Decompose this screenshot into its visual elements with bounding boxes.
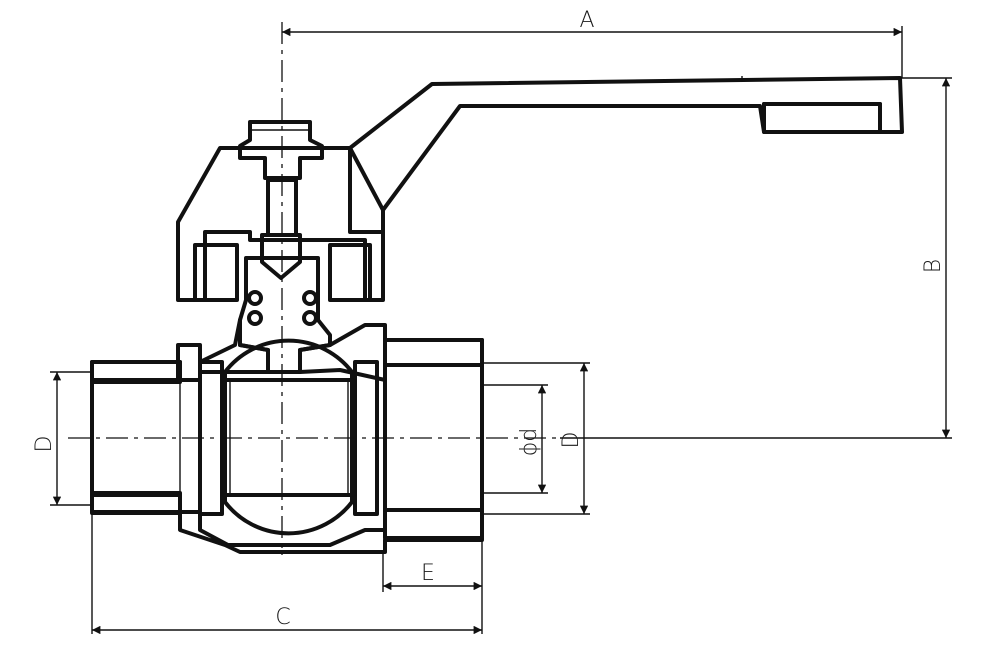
- dimension-phi-d: ϕd: [482, 384, 548, 494]
- dimension-label-a: A: [579, 8, 594, 33]
- dimension-label-c: C: [275, 605, 290, 630]
- dimension-label-e: E: [421, 561, 435, 586]
- dimension-label-phi-d: ϕd: [517, 428, 542, 456]
- dimension-label-d-right: D: [559, 432, 584, 449]
- dimension-d-right: D: [482, 362, 590, 515]
- dimension-e: E: [382, 540, 483, 592]
- center-lines: [68, 22, 560, 555]
- handle-hub: [176, 146, 385, 302]
- dimension-label-b: B: [921, 259, 946, 273]
- dimension-label-d-left: D: [32, 436, 57, 453]
- valve-body: [90, 318, 484, 554]
- dimension-b: B: [560, 77, 952, 439]
- dimension-c: C: [91, 513, 483, 635]
- stem-screw: [238, 120, 324, 280]
- dimension-d-left: D: [32, 371, 92, 506]
- dimension-a: A: [282, 8, 903, 78]
- lever-handle: [348, 76, 904, 234]
